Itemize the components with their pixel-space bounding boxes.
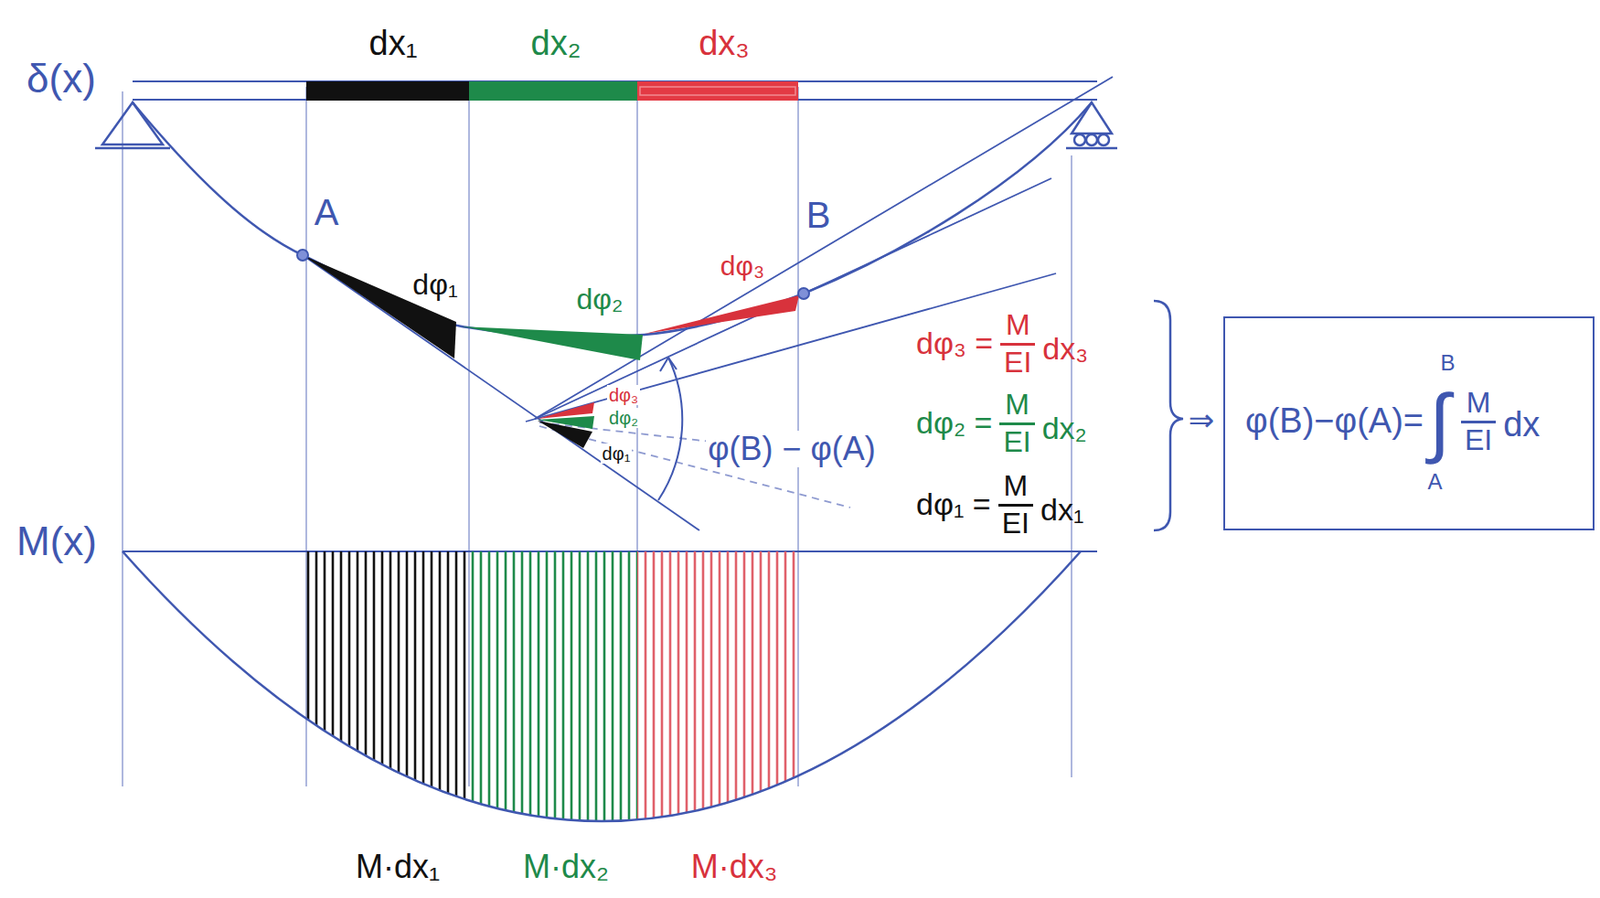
angle-label: dφ₃ bbox=[607, 384, 640, 406]
equation-text: dφ₂ = bbox=[916, 405, 992, 440]
fraction-bar bbox=[998, 503, 1034, 507]
angle-label: dφ₂ bbox=[607, 407, 640, 428]
rotation-label: φ(B) − φ(A) bbox=[705, 430, 878, 468]
integral-limit: B bbox=[1440, 351, 1455, 375]
fraction-numerator: M bbox=[1004, 388, 1030, 421]
fraction-denominator: EI bbox=[1002, 507, 1030, 540]
equation-text: dx₂ bbox=[1042, 411, 1088, 446]
moment-area-label: M·dx₂ bbox=[522, 848, 609, 886]
point-label: B bbox=[806, 194, 832, 235]
fraction-denominator: EI bbox=[1464, 424, 1493, 457]
result-box: φ(B)−φ(A)=∫ B A M EI dx bbox=[1223, 316, 1595, 531]
moment-area-label: M·dx₁ bbox=[355, 848, 440, 886]
equation-text: dx₁ bbox=[1040, 492, 1084, 527]
angle-label: dφ₂ bbox=[576, 283, 624, 316]
equation-text: dφ₁ = bbox=[916, 487, 992, 522]
moment-area-label: M·dx₃ bbox=[691, 848, 779, 886]
formula-text: dx bbox=[1503, 405, 1540, 445]
fraction-numerator: M bbox=[1466, 386, 1492, 419]
point-label: A bbox=[314, 192, 340, 233]
angle-label: dφ₁ bbox=[412, 268, 458, 301]
segment-label: dx₁ bbox=[369, 24, 418, 64]
axis-label: δ(x) bbox=[26, 56, 96, 101]
formula-text: φ(B)−φ(A)= bbox=[1245, 402, 1424, 441]
equation-text: dx₃ bbox=[1042, 331, 1088, 366]
implication-arrow: ⇒ bbox=[1188, 403, 1216, 438]
angle-label: dφ₃ bbox=[720, 250, 765, 281]
axis-label: M(x) bbox=[16, 519, 97, 564]
fraction-denominator: EI bbox=[1003, 346, 1032, 379]
fraction-denominator: EI bbox=[1002, 426, 1031, 459]
segment-label: dx₂ bbox=[531, 24, 582, 64]
fraction-bar bbox=[1461, 420, 1496, 424]
fraction-bar bbox=[999, 422, 1035, 426]
integral-sign: ∫ bbox=[1429, 379, 1451, 464]
fraction-numerator: M bbox=[1005, 309, 1031, 342]
equation-text: dφ₃ = bbox=[916, 326, 993, 361]
fraction-bar bbox=[1000, 342, 1035, 346]
segment-label: dx₃ bbox=[698, 24, 750, 64]
integral-limit: A bbox=[1427, 469, 1442, 494]
angle-label: dφ₁ bbox=[600, 443, 633, 464]
fraction-numerator: M bbox=[1003, 469, 1029, 502]
